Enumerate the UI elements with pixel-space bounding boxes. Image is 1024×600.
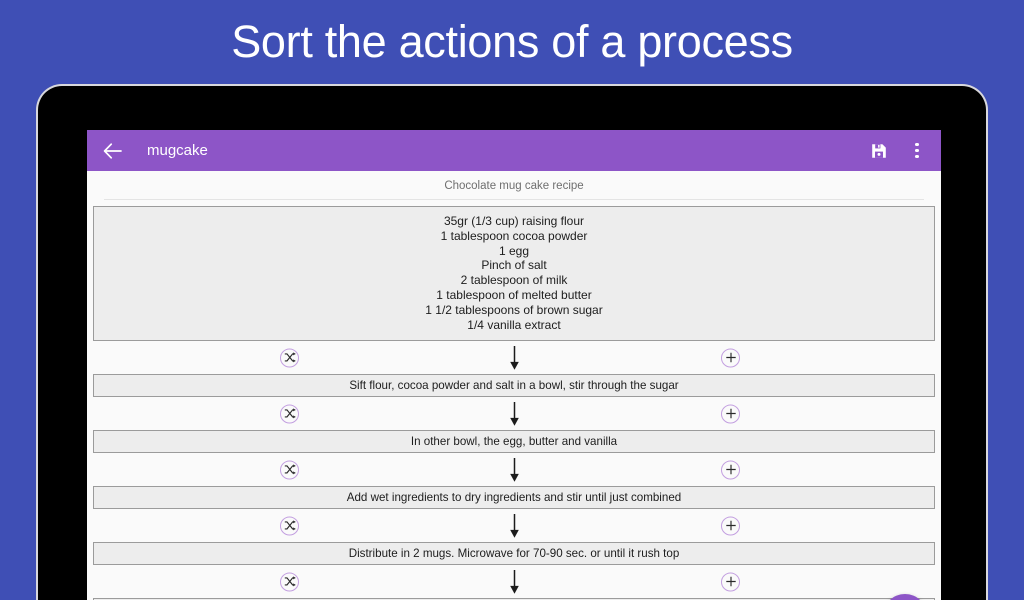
step-row[interactable]: Add wet ingredients to dry ingredients a… <box>93 486 935 510</box>
ingredients-panel[interactable]: 35gr (1/3 cup) raising flour 1 tablespoo… <box>93 206 935 342</box>
overflow-dots <box>915 143 919 158</box>
connector-row <box>87 509 941 542</box>
arrow-down-icon <box>507 457 521 482</box>
step-text: Sift flour, cocoa powder and salt in a b… <box>349 379 679 393</box>
ingredient-line: 1/4 vanilla extract <box>467 317 561 332</box>
step-text: In other bowl, the egg, butter and vanil… <box>410 435 618 449</box>
connector-row <box>87 341 941 374</box>
arrow-down-icon <box>507 401 521 426</box>
step-text: Distribute in 2 mugs. Microwave for 70-9… <box>348 547 680 561</box>
shuffle-icon[interactable] <box>280 460 299 480</box>
save-icon[interactable] <box>868 140 890 162</box>
shuffle-icon[interactable] <box>280 348 299 368</box>
plus-circle-icon[interactable] <box>721 572 740 592</box>
ingredient-line: 2 tablespoon of milk <box>460 273 568 288</box>
title-divider <box>104 199 924 200</box>
connector-row <box>87 397 941 430</box>
overflow-menu-icon[interactable] <box>906 140 928 162</box>
connector-row <box>87 453 941 486</box>
ingredient-line: Pinch of salt <box>481 258 547 273</box>
ingredient-line: 1 tablespoon of melted butter <box>436 287 592 302</box>
app-bar-title: mugcake <box>147 142 208 159</box>
shuffle-icon[interactable] <box>280 516 299 536</box>
plus-circle-icon[interactable] <box>721 404 740 424</box>
step-row[interactable]: Sift flour, cocoa powder and salt in a b… <box>93 374 935 398</box>
ingredient-line: 1 1/2 tablespoons of brown sugar <box>425 302 603 317</box>
ingredient-line: 35gr (1/3 cup) raising flour <box>443 214 585 228</box>
recipe-content: Chocolate mug cake recipe 35gr (1/3 cup)… <box>87 171 941 600</box>
step-row[interactable]: You got a chocolate mug cake. Eat it :) <box>93 598 935 600</box>
tablet-device-frame: mugcake <box>36 84 988 600</box>
overflow-dot <box>915 154 919 158</box>
overflow-dot <box>915 148 919 153</box>
plus-circle-icon[interactable] <box>721 516 740 536</box>
step-row[interactable]: Distribute in 2 mugs. Microwave for 70-9… <box>93 542 935 566</box>
arrow-down-icon <box>507 569 521 594</box>
edit-fab-button[interactable] <box>883 594 927 600</box>
connector-row <box>87 565 941 598</box>
device-screen: mugcake <box>87 130 941 600</box>
plus-circle-icon[interactable] <box>721 460 740 480</box>
recipe-title: Chocolate mug cake recipe <box>444 180 584 192</box>
step-text: Add wet ingredients to dry ingredients a… <box>346 491 682 505</box>
app-bar: mugcake <box>87 130 941 171</box>
overflow-dot <box>915 143 919 147</box>
shuffle-icon[interactable] <box>280 572 299 592</box>
ingredient-line: 1 tablespoon cocoa powder <box>440 228 588 243</box>
plus-circle-icon[interactable] <box>721 348 740 368</box>
promo-headline: Sort the actions of a process <box>231 16 793 67</box>
arrow-down-icon <box>507 345 521 370</box>
app-bar-actions <box>868 140 928 162</box>
arrow-down-icon <box>507 513 521 538</box>
ingredient-line: 1 egg <box>498 243 530 258</box>
back-arrow-icon[interactable] <box>99 138 125 164</box>
step-row[interactable]: In other bowl, the egg, butter and vanil… <box>93 430 935 454</box>
shuffle-icon[interactable] <box>280 404 299 424</box>
